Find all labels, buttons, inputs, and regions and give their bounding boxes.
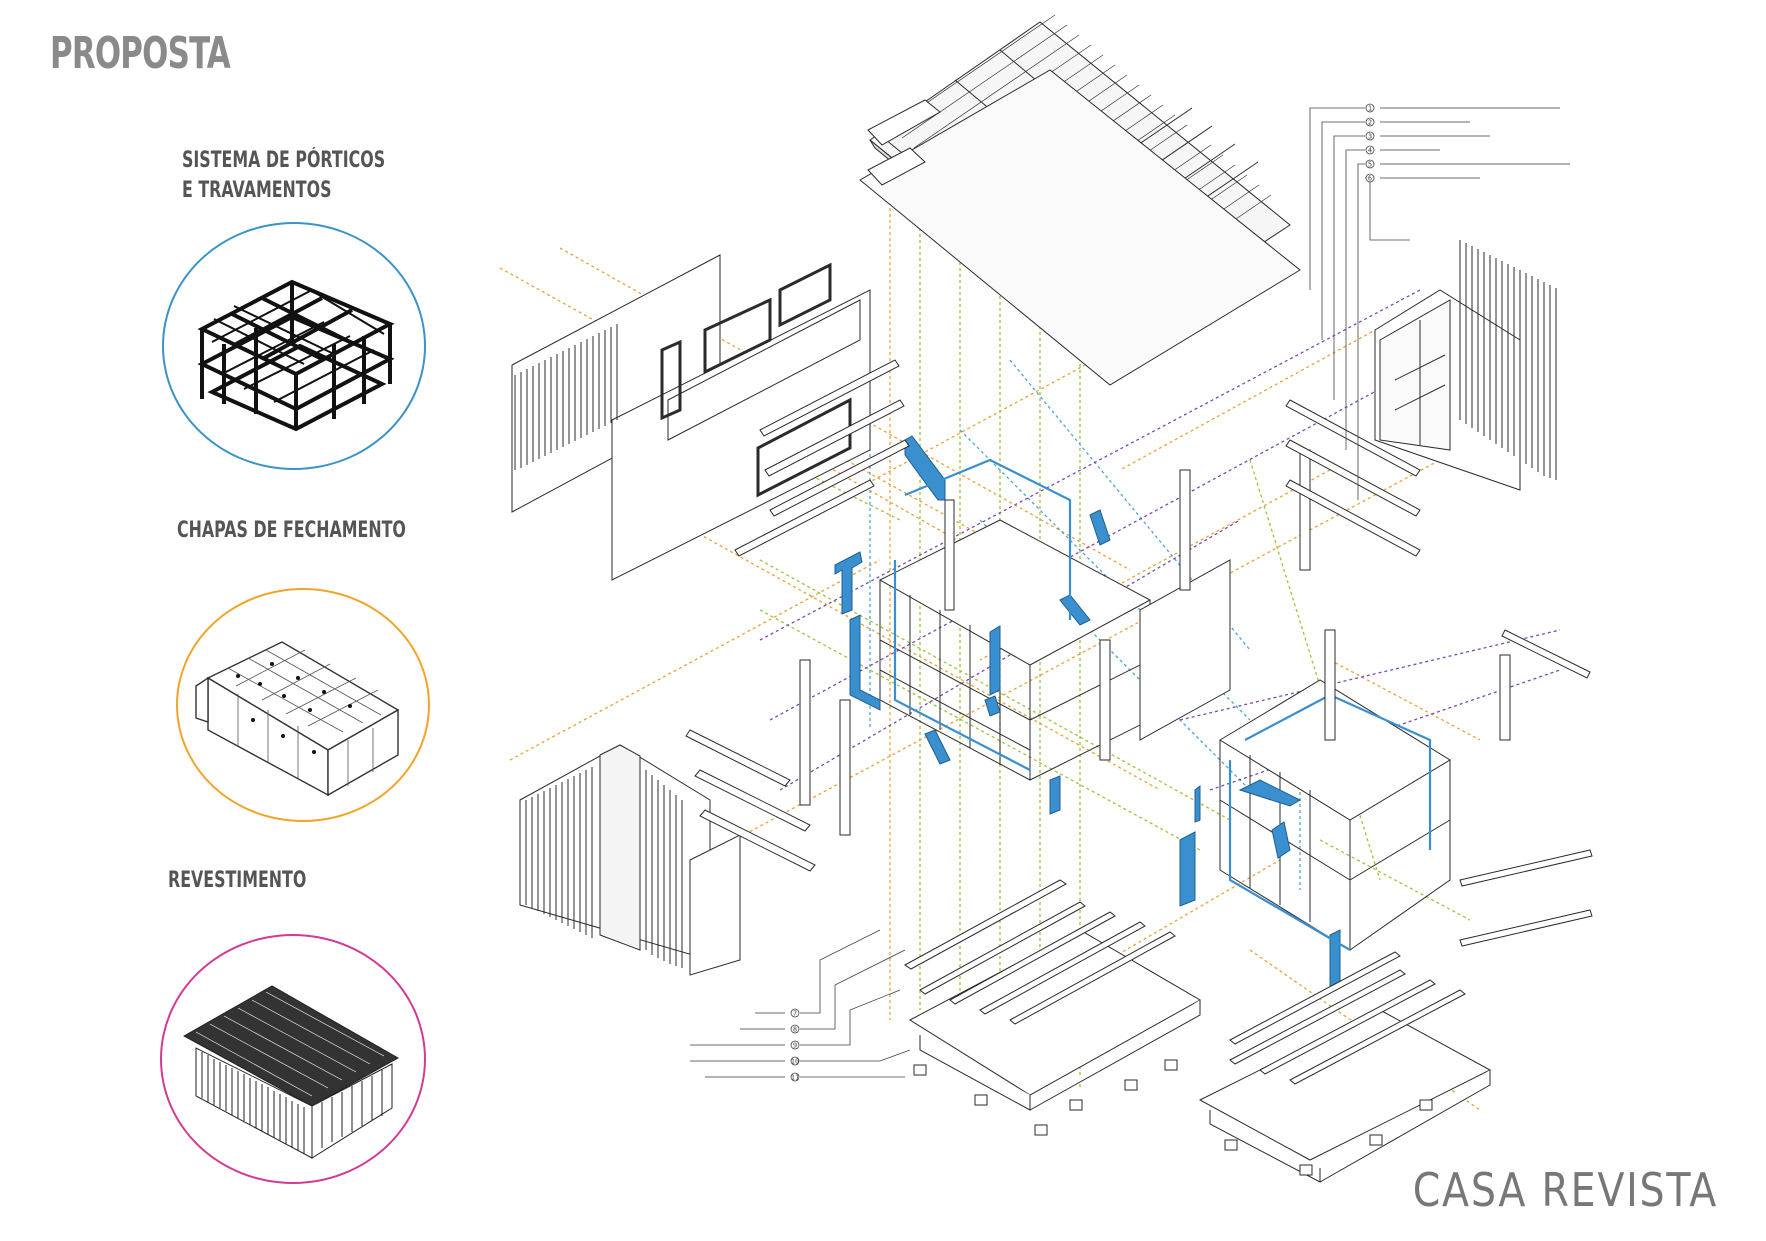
callout-markers-top-right [1365, 103, 1375, 183]
foundation-blocks [913, 1059, 1433, 1176]
callout-text-lines-bottom-left [690, 1012, 785, 1078]
callouts-bottom-left [800, 929, 911, 1078]
legend-circle-porticos [162, 222, 426, 470]
portico-highlights [834, 435, 1341, 991]
floor-platform-right [1198, 1009, 1492, 1183]
legend-label-revestimento: REVESTIMENTO [168, 868, 307, 893]
legend-label-porticos-line1: SISTEMA DE PÓRTICOS [182, 148, 386, 173]
beams-left [685, 359, 910, 872]
beams-right [1285, 399, 1593, 947]
cladding-thumbnail-icon [182, 985, 400, 1159]
left-lower-cladding [525, 767, 683, 968]
roof-lower-sheet [859, 69, 1301, 386]
callout-number: 7 [793, 1010, 797, 1018]
frame-thumbnail-icon [197, 279, 395, 432]
legend-label-chapas: CHAPAS DE FECHAMENTO [177, 518, 406, 543]
callout-number: 2 [1368, 119, 1372, 127]
right-frame [1219, 679, 1451, 951]
callout-number: 1 [1368, 105, 1372, 113]
callout-number: 6 [1368, 175, 1372, 183]
callout-number: 3 [1368, 133, 1372, 141]
callout-number: 5 [1368, 161, 1372, 169]
legend-label-porticos-line2: E TRAVAMENTOS [182, 178, 332, 203]
callout-number: 10 [791, 1058, 799, 1066]
callout-number: 8 [793, 1026, 797, 1034]
blue-outline-frames [893, 458, 1432, 951]
callout-number: 4 [1368, 147, 1372, 155]
legend-circle-chapas [176, 588, 430, 822]
page-title: PROPOSTA [50, 28, 231, 79]
callout-number: 9 [793, 1042, 797, 1050]
left-upper-wall [511, 254, 871, 581]
legend-circle-revestimento [160, 934, 426, 1184]
callout-markers-bottom-left [790, 1008, 800, 1082]
callout-text-lines-top-right [1380, 107, 1570, 179]
left-upper-cladding [514, 324, 618, 470]
floor-joists-right [1229, 951, 1466, 1085]
callouts-top-right [1309, 107, 1410, 500]
callout-number: 11 [791, 1074, 799, 1082]
sheathing-thumbnail-icon [195, 641, 400, 797]
brand-wordmark: CASA REVISTA [1412, 1163, 1718, 1217]
right-upper-cladding [1459, 240, 1557, 480]
floor-platform-left [908, 929, 1202, 1111]
floor-joists-left [904, 879, 1176, 1025]
posts-vertical [799, 449, 1511, 836]
